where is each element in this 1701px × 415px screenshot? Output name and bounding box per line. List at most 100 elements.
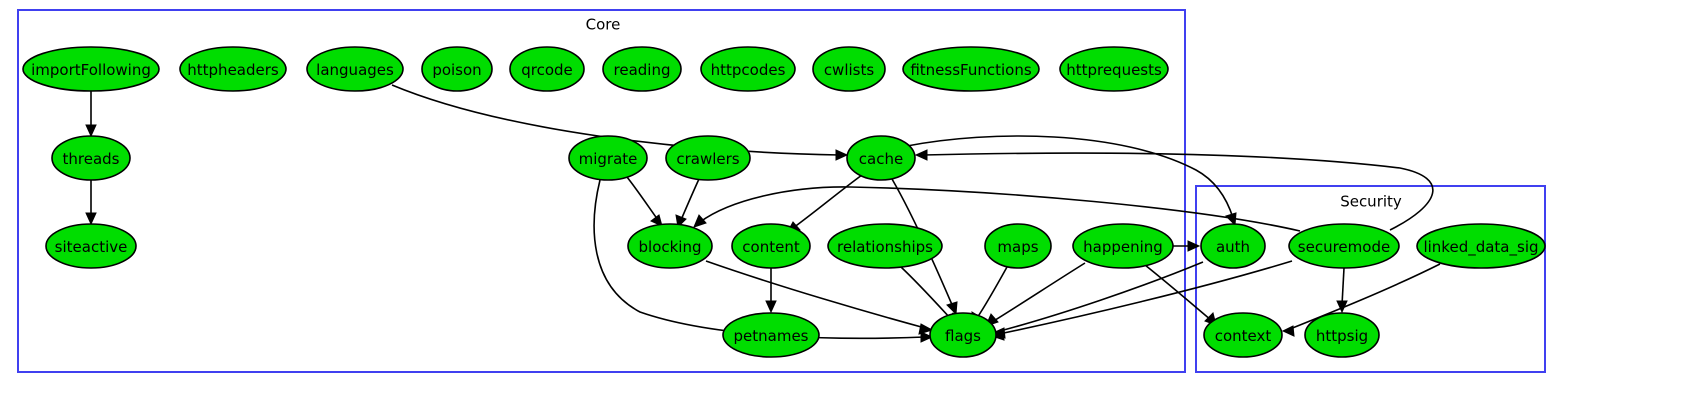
node-importFollowing[interactable]: importFollowing [22, 46, 160, 92]
edge-linked_data_sig-to-context [1281, 263, 1441, 337]
cluster-security: Security [1195, 185, 1546, 373]
node-happening[interactable]: happening [1072, 223, 1174, 269]
edge-arrowhead-icon [1281, 325, 1295, 337]
node-shape[interactable] [421, 46, 493, 92]
node-content[interactable]: content [731, 223, 811, 269]
node-shape[interactable] [731, 223, 811, 269]
node-shape[interactable] [306, 46, 404, 92]
node-fitnessFunctions[interactable]: fitnessFunctions [902, 46, 1040, 92]
node-shape[interactable] [929, 312, 997, 358]
cluster-core: Core [17, 9, 1186, 373]
edge-happening-to-flags [985, 262, 1086, 327]
node-context[interactable]: context [1203, 312, 1283, 358]
node-siteactive[interactable]: siteactive [45, 223, 137, 269]
node-shape[interactable] [1416, 223, 1546, 269]
edge-line [998, 260, 1293, 335]
node-httpcodes[interactable]: httpcodes [700, 46, 796, 92]
edge-cache-to-content [786, 174, 863, 234]
node-migrate[interactable]: migrate [568, 135, 648, 181]
edge-arrowhead-icon [85, 212, 97, 226]
edge-blocking-to-flags [705, 260, 934, 335]
edge-line [991, 262, 1086, 323]
cluster-label-security: Security [1340, 193, 1402, 211]
node-shape[interactable] [509, 46, 585, 92]
edge-importFollowing-to-threads [85, 91, 97, 138]
cluster-label-core: Core [586, 16, 621, 34]
edge-securemode-to-flags [990, 260, 1293, 341]
edge-arrowhead-icon [85, 124, 97, 138]
edge-securemode-to-httpsig [1336, 267, 1348, 314]
node-maps[interactable]: maps [984, 223, 1052, 269]
edge-arrowhead-icon [914, 149, 928, 161]
edge-line [391, 84, 841, 156]
edge-line [1144, 264, 1212, 321]
edge-arrowhead-icon [990, 329, 1005, 341]
edge-line [699, 186, 1301, 232]
node-shape[interactable] [1059, 46, 1169, 92]
node-flags[interactable]: flags [929, 312, 997, 358]
node-shape[interactable] [1200, 223, 1266, 269]
edge-line [906, 135, 1234, 219]
edge-line [593, 179, 926, 340]
node-cache[interactable]: cache [846, 135, 916, 181]
edge-arrowhead-icon [693, 214, 707, 228]
node-shape[interactable] [846, 135, 916, 181]
node-shape[interactable] [665, 135, 751, 181]
edge-content-to-petnames [765, 268, 777, 314]
node-threads[interactable]: threads [51, 135, 131, 181]
edge-languages-to-cache [391, 84, 849, 161]
edge-auth-to-flags [991, 261, 1204, 339]
node-shape[interactable] [1304, 312, 1380, 358]
node-securemode[interactable]: securemode [1288, 223, 1400, 269]
edge-threads-to-siteactive [85, 180, 97, 226]
node-shape[interactable] [568, 135, 648, 181]
node-blocking[interactable]: blocking [627, 223, 713, 269]
edge-crawlers-to-blocking [675, 178, 700, 229]
node-shape[interactable] [51, 135, 131, 181]
nodes-layer: importFollowing httpheaders languages poiso… [22, 46, 1546, 358]
node-reading[interactable]: reading [602, 46, 682, 92]
node-poison[interactable]: poison [421, 46, 493, 92]
edge-line [976, 266, 1008, 319]
edge-line [626, 176, 659, 221]
node-shape[interactable] [45, 223, 137, 269]
edge-arrowhead-icon [946, 301, 958, 316]
node-shape[interactable] [627, 223, 713, 269]
edge-line [999, 261, 1204, 332]
node-shape[interactable] [812, 46, 886, 92]
node-shape[interactable] [179, 46, 287, 92]
node-shape[interactable] [827, 223, 943, 269]
node-shape[interactable] [700, 46, 796, 92]
node-qrcode[interactable]: qrcode [509, 46, 585, 92]
edges-layer [85, 84, 1441, 343]
node-auth[interactable]: auth [1200, 223, 1266, 269]
node-linked_data_sig[interactable]: linked_data_sig [1416, 223, 1546, 269]
node-httpsig[interactable]: httpsig [1304, 312, 1380, 358]
node-httprequests[interactable]: httprequests [1059, 46, 1169, 92]
cluster-border-security [1195, 185, 1546, 373]
cluster-border-core [17, 9, 1186, 373]
node-httpheaders[interactable]: httpheaders [179, 46, 287, 92]
node-shape[interactable] [722, 312, 820, 358]
node-shape[interactable] [602, 46, 682, 92]
edge-line [900, 266, 952, 320]
edge-line [705, 260, 926, 329]
node-cwlists[interactable]: cwlists [812, 46, 886, 92]
node-shape[interactable] [984, 223, 1052, 269]
node-relationships[interactable]: relationships [827, 223, 943, 269]
edge-line [792, 174, 863, 229]
node-crawlers[interactable]: crawlers [665, 135, 751, 181]
edge-happening-to-context [1144, 264, 1217, 326]
node-shape[interactable] [22, 46, 160, 92]
node-shape[interactable] [1072, 223, 1174, 269]
node-shape[interactable] [1203, 312, 1283, 358]
node-shape[interactable] [902, 46, 1040, 92]
edge-securemode-to-cache [914, 149, 1434, 231]
edge-migrate-to-blocking [626, 176, 663, 227]
edge-line [680, 178, 700, 221]
node-languages[interactable]: languages [306, 46, 404, 92]
node-shape[interactable] [1288, 223, 1400, 269]
node-petnames[interactable]: petnames [722, 312, 820, 358]
